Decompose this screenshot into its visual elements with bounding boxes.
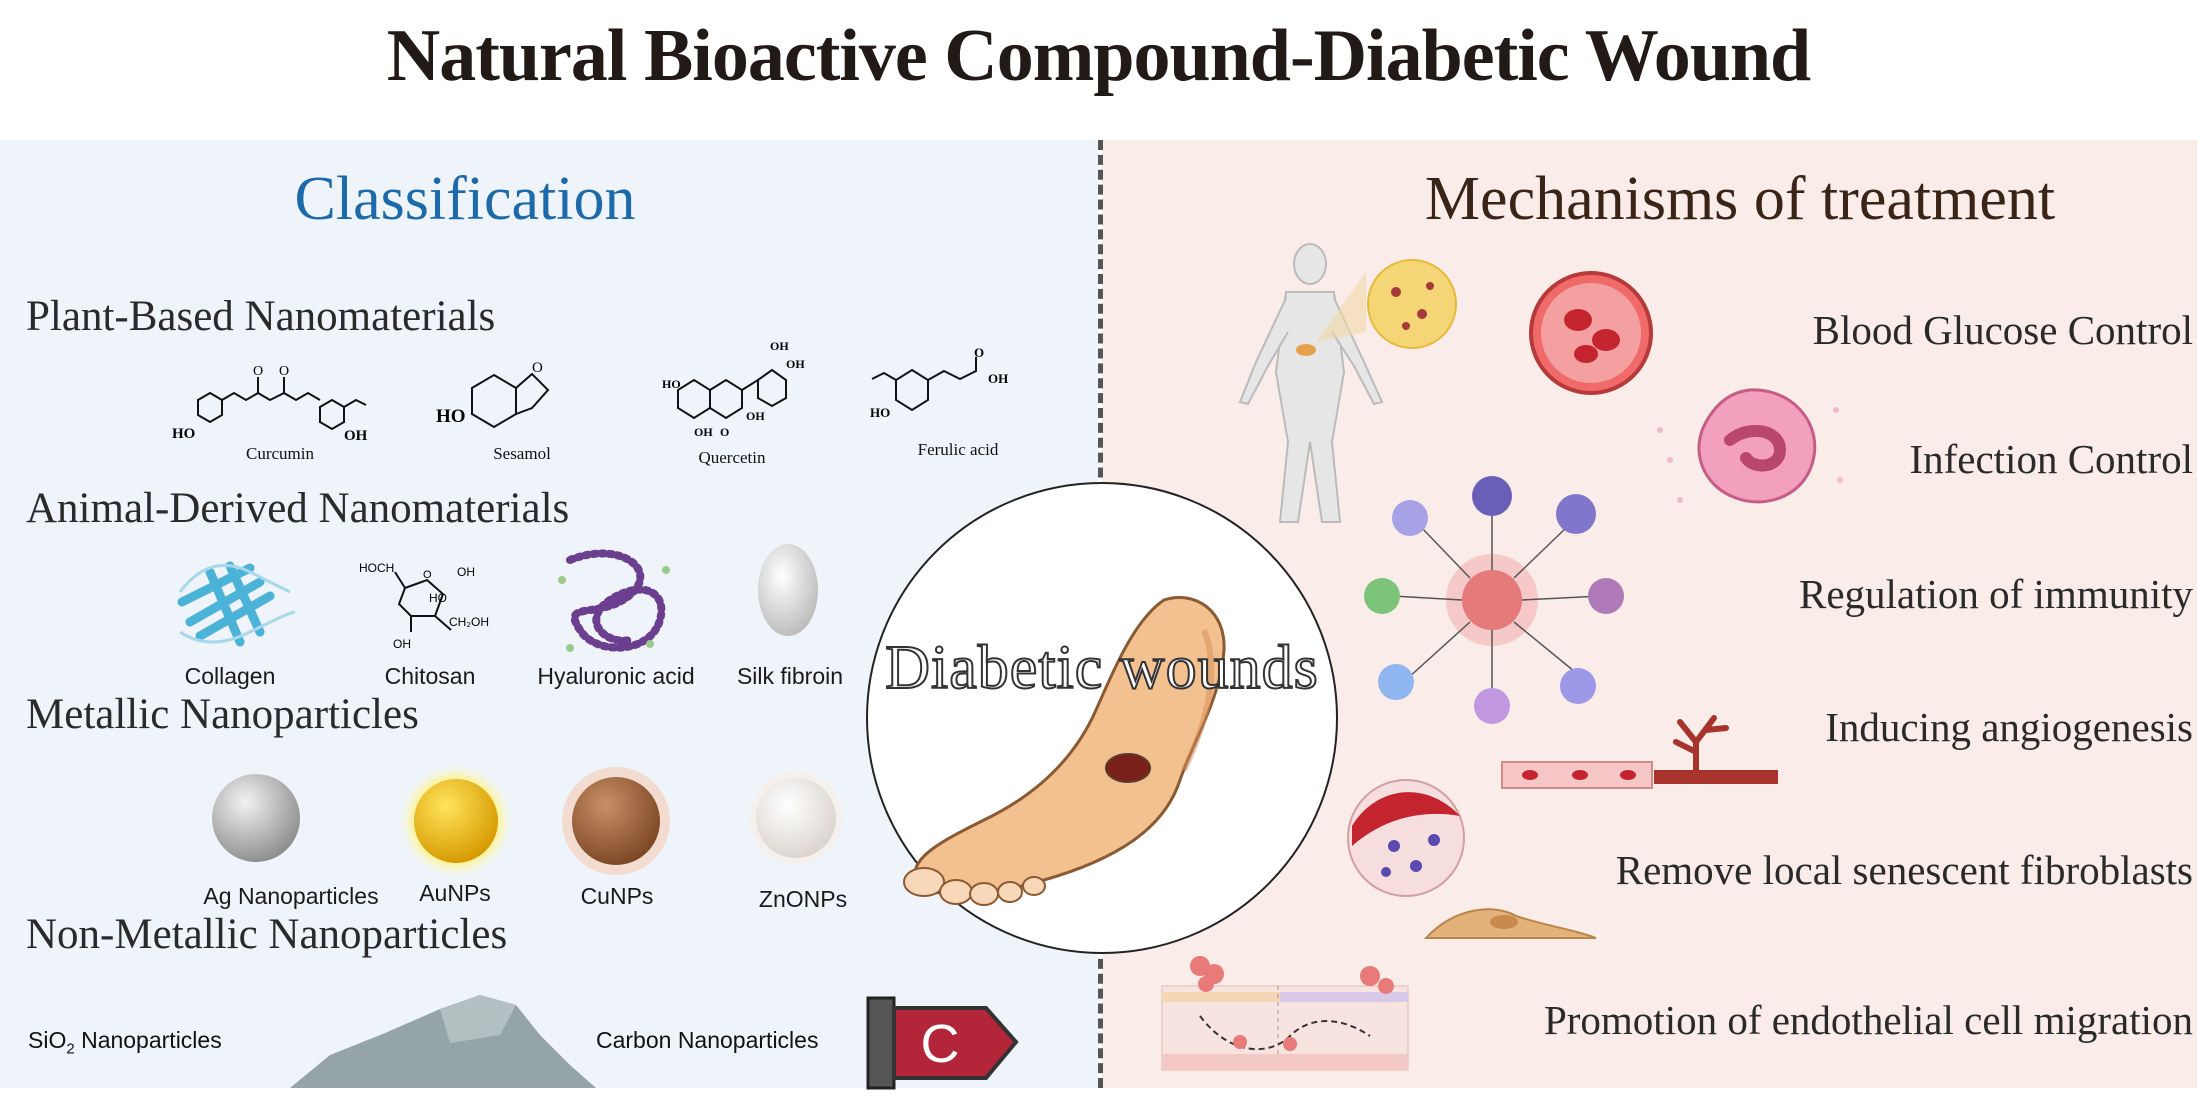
hyaluronic-acid-label: Hyaluronic acid (537, 663, 695, 689)
chitosan-oh1: OH (457, 565, 475, 579)
chitosan-label: Chitosan (384, 663, 476, 689)
diabetic-wounds-label: Diabetic wounds (884, 633, 1319, 703)
collagen-label: Collagen (184, 663, 276, 689)
curcumin-ho: HO (172, 426, 195, 442)
silk-fibroin-icon (758, 544, 818, 636)
senescent-fibroblast-icon (1347, 779, 1597, 939)
mechanism-blood-glucose: Blood Glucose Control (1812, 307, 2193, 353)
carbon-symbol: C (921, 1014, 960, 1074)
mechanism-senescent-fibroblasts: Remove local senescent fibroblasts (1615, 847, 2193, 893)
mechanisms-heading: Mechanisms of treatment (1424, 165, 2056, 233)
quercetin-oh2: OH (786, 357, 805, 371)
curcumin-label: Curcumin (246, 444, 314, 463)
zno-nanoparticle-label: ZnONPs (758, 886, 848, 912)
chitosan-hoch2: HOCH (359, 561, 394, 575)
sio2-rock-icon (290, 995, 596, 1088)
quercetin-label: Quercetin (698, 448, 766, 467)
ag-nanoparticle-icon (212, 774, 300, 862)
ag-nanoparticle-label: Ag Nanoparticles (203, 883, 379, 909)
collagen-icon (177, 561, 296, 647)
au-nanoparticle-label: AuNPs (419, 880, 491, 906)
curcumin-o2: O (279, 364, 289, 379)
quercetin-ho: HO (662, 377, 681, 391)
cu-nanoparticle-icon (562, 767, 670, 875)
chitosan-oh2: OH (393, 637, 411, 651)
page-title: Natural Bioactive Compound-Diabetic Woun… (386, 15, 1811, 97)
ferulic-ho: HO (870, 405, 890, 420)
au-nanoparticle-icon (400, 765, 512, 877)
quercetin-oh4: OH (746, 409, 765, 423)
plant-category-title: Plant-Based Nanomaterials (26, 293, 496, 340)
sesamol-label: Sesamol (493, 444, 551, 463)
quercetin-oh3: OH (694, 425, 713, 439)
ferulic-o: O (974, 345, 984, 360)
diabetic-wound-circle (866, 482, 1338, 954)
cu-nanoparticle-label: CuNPs (580, 883, 654, 909)
chitosan-ho: HO (429, 591, 447, 605)
immune-cells-diagram (1364, 476, 1624, 724)
endothelial-migration-icon (1161, 956, 1409, 1071)
blood-vessel-icon (1529, 271, 1653, 395)
animal-category-title: Animal-Derived Nanomaterials (26, 485, 570, 532)
ferulic-acid-label: Ferulic acid (917, 440, 999, 459)
quercetin-o: O (720, 425, 729, 439)
sesamol-ho: HO (436, 406, 466, 427)
human-body-icon (1238, 243, 1457, 523)
nonmetallic-category-title: Non-Metallic Nanoparticles (26, 911, 508, 958)
mechanism-infection-control: Infection Control (1909, 436, 2193, 482)
silk-fibroin-label: Silk fibroin (736, 663, 844, 689)
sesamol-o: O (532, 360, 543, 376)
sesamol-structure: O HO (436, 360, 550, 429)
curcumin-o1: O (253, 364, 263, 379)
quercetin-oh1: OH (770, 340, 789, 353)
quercetin-structure: OH OH HO OH O OH (662, 340, 805, 439)
ferulic-acid-structure: O OH HO (870, 345, 1008, 420)
mechanism-regulation-immunity: Regulation of immunity (1798, 571, 2193, 617)
sio2-nanoparticles-label: SiO2 Nanoparticles (28, 1027, 222, 1058)
mechanism-angiogenesis: Inducing angiogenesis (1825, 704, 2193, 750)
hyaluronic-acid-icon (558, 549, 670, 652)
metallic-category-title: Metallic Nanoparticles (26, 691, 419, 738)
mechanism-endothelial-migration: Promotion of endothelial cell migration (1543, 997, 2193, 1043)
angiogenesis-icon (1501, 715, 1778, 789)
ferulic-oh: OH (988, 371, 1008, 386)
carbon-nanoparticles-label: Carbon Nanoparticles (596, 1027, 819, 1053)
neutrophil-icon (1657, 388, 1843, 504)
chitosan-ch2oh: CH₂OH (449, 615, 489, 629)
zno-nanoparticle-icon (750, 772, 842, 864)
chitosan-structure: HOCH O OH HO CH₂OH OH (359, 561, 489, 651)
classification-heading: Classification (294, 165, 636, 233)
curcumin-oh: OH (344, 428, 368, 444)
carbon-element-icon: C (866, 996, 1019, 1090)
curcumin-structure: O O HO OH (172, 364, 368, 444)
foot-illustration (903, 595, 1226, 906)
chitosan-o: O (423, 569, 432, 581)
